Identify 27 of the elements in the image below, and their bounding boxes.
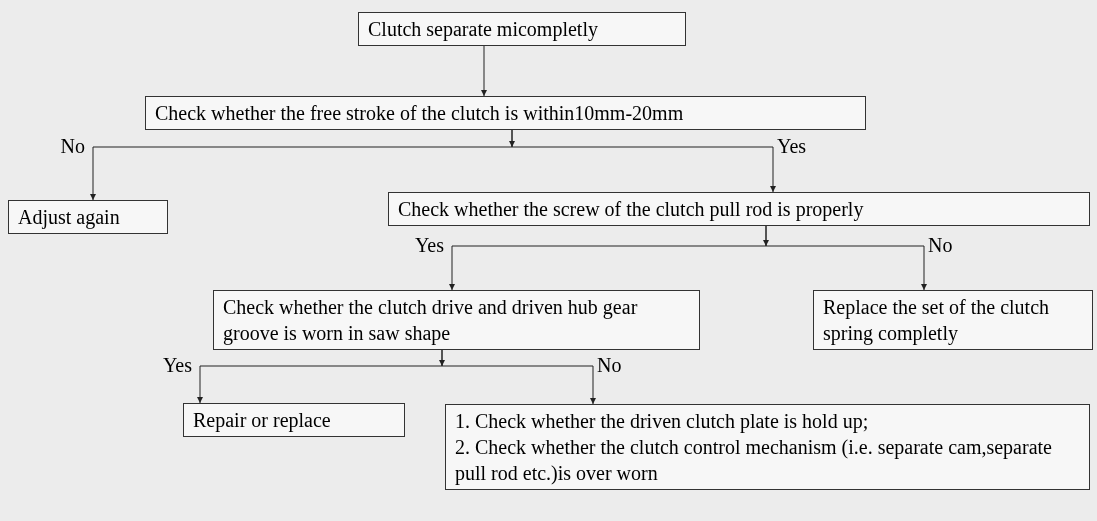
process-box (813, 290, 1093, 350)
arrow (441, 349, 596, 405)
box-text: Clutch separate micompletly (368, 17, 599, 42)
edge-label: Yes (777, 134, 807, 159)
box-text: Adjust again (18, 205, 121, 230)
arrow (765, 225, 927, 291)
box-text: Check whether the clutch drive and driven hub gear groove is worn in saw shape (223, 295, 639, 346)
box-text: 1. Check whether the driven clutch plate is hold up; (455, 409, 870, 434)
edge-label: No (60, 134, 85, 159)
edge-label: No (928, 233, 953, 258)
edge-label: No (597, 353, 622, 378)
process-box (388, 192, 1090, 226)
process-box (145, 96, 866, 130)
process-box (213, 290, 700, 350)
edge-label: Yes (414, 233, 444, 258)
box-text: Replace the set of the clutch spring completly (823, 295, 1050, 346)
process-box (8, 200, 168, 234)
box-text: 2. Check whether the clutch control mechanism (i.e. separate cam,separate pull rod etc.)is over worn (455, 435, 1053, 486)
box-text: Check whether the screw of the clutch pull rod is properly (398, 197, 865, 222)
box-text: Check whether the free stroke of the clutch is within10mm-20mm (155, 101, 685, 126)
box-text: Repair or replace (193, 408, 332, 433)
process-box (183, 403, 405, 437)
process-box (445, 404, 1090, 490)
arrow (511, 129, 776, 193)
edge-label: Yes (162, 353, 192, 378)
arrow (481, 45, 487, 97)
process-box (358, 12, 686, 46)
